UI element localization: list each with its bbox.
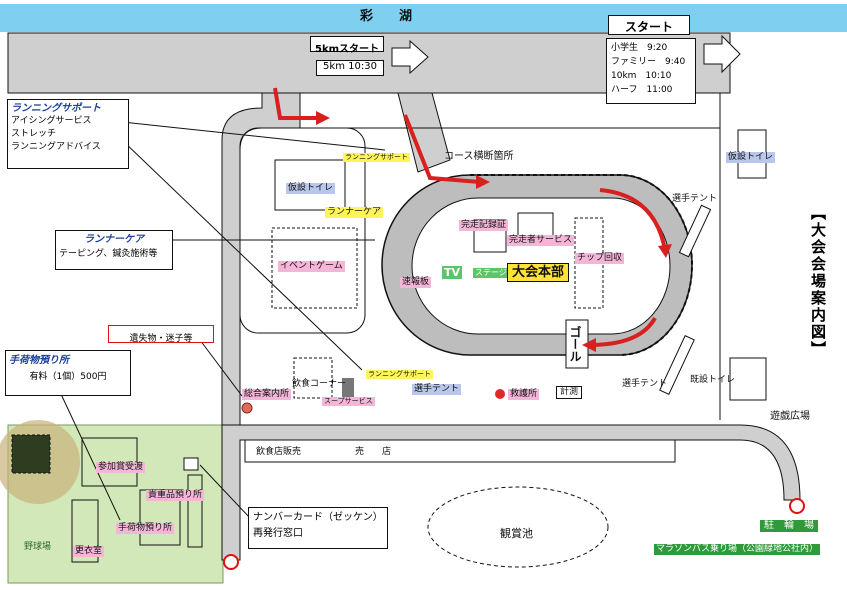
goal-label: ゴール	[568, 326, 582, 362]
course-crossing-label: コース横断箇所	[444, 151, 514, 162]
legend-lost: 遺失物・迷子等	[108, 325, 214, 344]
bus-stop-label: マラソンバス乗り場（公園緑地公社内）	[654, 544, 821, 555]
player-tent-label-2: 選手テント	[412, 384, 462, 395]
tv-label: TV	[442, 266, 463, 279]
start-time-4: ハーフ 11:00	[611, 85, 673, 95]
window-box	[183, 457, 199, 471]
course-arrowheads	[316, 111, 672, 352]
bicycle-label: 駐 輪 場	[760, 520, 818, 532]
changing-room-label: 更衣室	[73, 546, 105, 557]
info-label: 総合案内所	[242, 389, 292, 400]
legend-rs-item-3: ランニングアドバイス	[11, 142, 101, 152]
legend-rs-item-2: ストレッチ	[11, 129, 57, 139]
soup-dark-box	[342, 378, 354, 398]
food-sales-label: 飲食店販売	[256, 447, 302, 457]
first-aid-label: 救護所	[508, 389, 540, 400]
map-title: 【大会会場案内図】	[809, 205, 827, 358]
tent-2	[659, 335, 695, 395]
course-entry-road	[397, 92, 451, 173]
info-icon	[241, 402, 253, 414]
shop-label: 売 店	[355, 447, 392, 457]
start-arrow-1	[391, 39, 429, 75]
tent-1	[678, 204, 712, 258]
hq-label: 大会本部	[507, 263, 570, 282]
legend-running-support: ランニングサポート アイシングサービス ストレッチ ランニングアドバイス	[7, 99, 129, 169]
chip-collection-label: チップ回収	[575, 253, 625, 264]
legend-baggage-text: 有料（1個）500円	[29, 372, 107, 382]
timing-label: 計測	[556, 386, 583, 399]
existing-toilet-label: 既設トイレ	[690, 375, 736, 385]
first-aid-icon	[495, 389, 505, 399]
legend-lost-title: 遺失物・迷子等	[129, 334, 193, 344]
temp-toilet-label-2: 仮設トイレ	[726, 152, 776, 163]
reissue-label: 再発行窓口	[253, 528, 303, 539]
bulletin-label: 速報板	[400, 277, 432, 288]
soup-service-label: スープサービス	[322, 397, 375, 406]
legend-runner-care: ランナーケア テーピング、鍼灸施術等	[55, 230, 173, 270]
legend-runner-care-text: テーピング、鍼灸施術等	[59, 249, 158, 259]
pond-label: 観賞池	[500, 527, 533, 540]
left-road	[221, 92, 301, 431]
stage-label: ステージ	[473, 268, 509, 278]
event-game-label: イベントゲーム	[278, 261, 345, 272]
start-5km-sign: 5kmスタート	[310, 36, 384, 55]
participation-prize-label: 参加賞受渡	[96, 462, 146, 473]
player-tent-label-3: 選手テント	[622, 379, 668, 389]
start-arrow-2	[703, 34, 741, 74]
legend-baggage: 手荷物預り所 有料（1個）500円	[5, 350, 131, 396]
playground-label: 遊戯広場	[770, 411, 810, 422]
no-bicycle-icon-2	[223, 554, 239, 570]
temp-toilet-box-1	[274, 159, 346, 211]
temp-toilet-label-1: 仮設トイレ	[286, 183, 336, 194]
shop-row	[244, 439, 676, 463]
start-sign: スタート	[608, 15, 690, 35]
start-5km-time: 5km 10:30	[316, 60, 384, 76]
start-times-box: 小学生 9:20 ファミリー 9:40 10km 10:10 ハーフ 11:00	[606, 38, 696, 104]
bottom-road	[221, 424, 801, 561]
food-corner-label: 飲食コーナー	[292, 379, 347, 389]
pond-shape	[427, 486, 609, 568]
event-field-inner	[271, 227, 358, 309]
finisher-service-label: 完走者サービス	[507, 235, 575, 246]
no-bicycle-icon	[789, 498, 805, 514]
lake-label: 彩 湖	[360, 9, 413, 24]
baggage-label: 手荷物預り所	[116, 523, 175, 534]
start-sign-label: スタート	[624, 20, 673, 34]
toilet-existing-box	[729, 357, 767, 401]
track-dash	[470, 174, 693, 356]
start-time-1: 小学生 9:20	[611, 43, 668, 53]
legend-runner-care-title: ランナーケア	[84, 234, 144, 245]
bib-reissue-box: ナンバーカード（ゼッケン） 再発行窓口	[248, 507, 388, 549]
changing-box	[71, 499, 99, 563]
start-time-3: 10km 10:10	[611, 71, 672, 81]
event-field	[239, 127, 366, 334]
food-corner-box	[293, 357, 333, 399]
baggage-box	[187, 474, 203, 548]
start-5km-label: 5kmスタート	[314, 44, 380, 55]
runner-care-label: ランナーケア	[325, 207, 384, 218]
lake-band	[0, 4, 847, 32]
legend-baggage-title: 手荷物預り所	[9, 355, 69, 366]
start-time-2: ファミリー 9:40	[611, 57, 686, 67]
legend-running-support-title: ランニングサポート	[11, 103, 101, 114]
valuables-label: 貴重品預り所	[146, 490, 205, 501]
player-tent-label-1: 選手テント	[672, 194, 718, 204]
course-arrows	[273, 87, 667, 347]
running-support-small-2: ランニングサポート	[366, 370, 433, 379]
leader-lines	[59, 121, 386, 521]
running-support-small-1: ランニングサポート	[343, 153, 410, 162]
baseball-dark-corner	[11, 434, 51, 474]
baseball-label: 野球場	[24, 542, 52, 552]
finish-cert-label: 完走記録証	[459, 220, 509, 231]
bib-card-label: ナンバーカード（ゼッケン）	[253, 512, 383, 523]
legend-rs-item-1: アイシングサービス	[11, 116, 92, 126]
